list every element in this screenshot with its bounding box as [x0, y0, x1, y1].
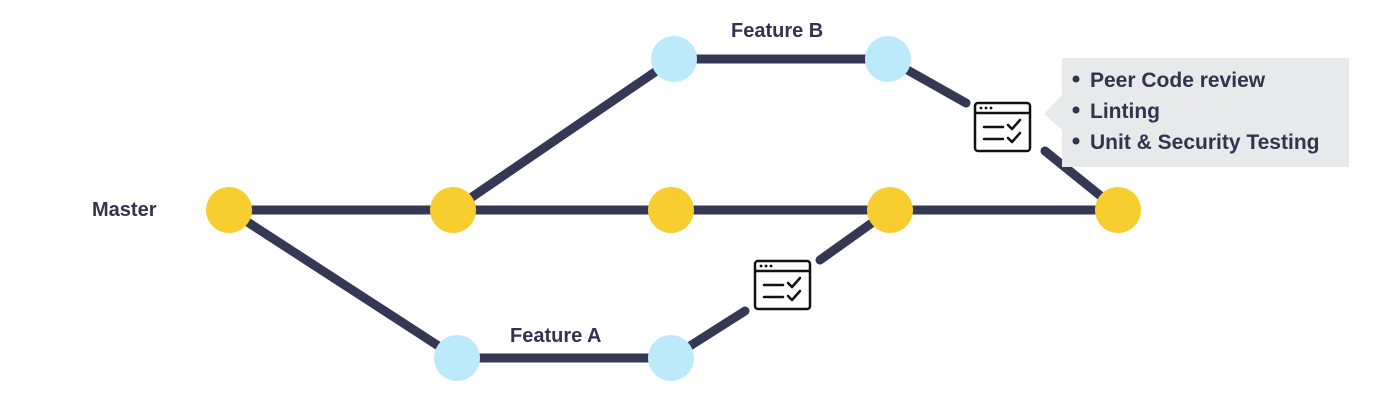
feature-a-commit-node	[648, 335, 694, 381]
check-item-code-review: Peer Code review	[1090, 69, 1266, 92]
master-commits	[206, 187, 1141, 233]
callout-box	[1062, 58, 1349, 167]
checks-callout: Peer Code review Linting Unit & Security…	[1044, 58, 1349, 167]
feature-b-branch-out-line	[448, 54, 679, 215]
bullet	[1072, 106, 1080, 114]
master-label: Master	[92, 199, 157, 221]
bullet	[1072, 137, 1080, 145]
master-commit-node	[206, 187, 252, 233]
check-item-linting: Linting	[1090, 100, 1160, 123]
check-item-testing: Unit & Security Testing	[1090, 131, 1319, 154]
checklist-window-icon	[973, 101, 1032, 153]
feature-a-commit-node	[434, 335, 480, 381]
feature-commits	[434, 36, 911, 381]
master-commit-node	[430, 187, 476, 233]
feature-a-label: Feature A	[510, 325, 602, 347]
feature-b-commit-node	[865, 36, 911, 82]
feature-a-branch-out-line	[224, 205, 462, 363]
callout-pointer	[1044, 95, 1062, 130]
checklist-window-icon	[753, 259, 812, 311]
master-commit-node	[648, 187, 694, 233]
master-commit-node	[1095, 187, 1141, 233]
feature-b-label: Feature B	[731, 20, 823, 42]
feature-b-commit-node	[651, 36, 697, 82]
master-commit-node	[867, 187, 913, 233]
bullet	[1072, 75, 1080, 83]
